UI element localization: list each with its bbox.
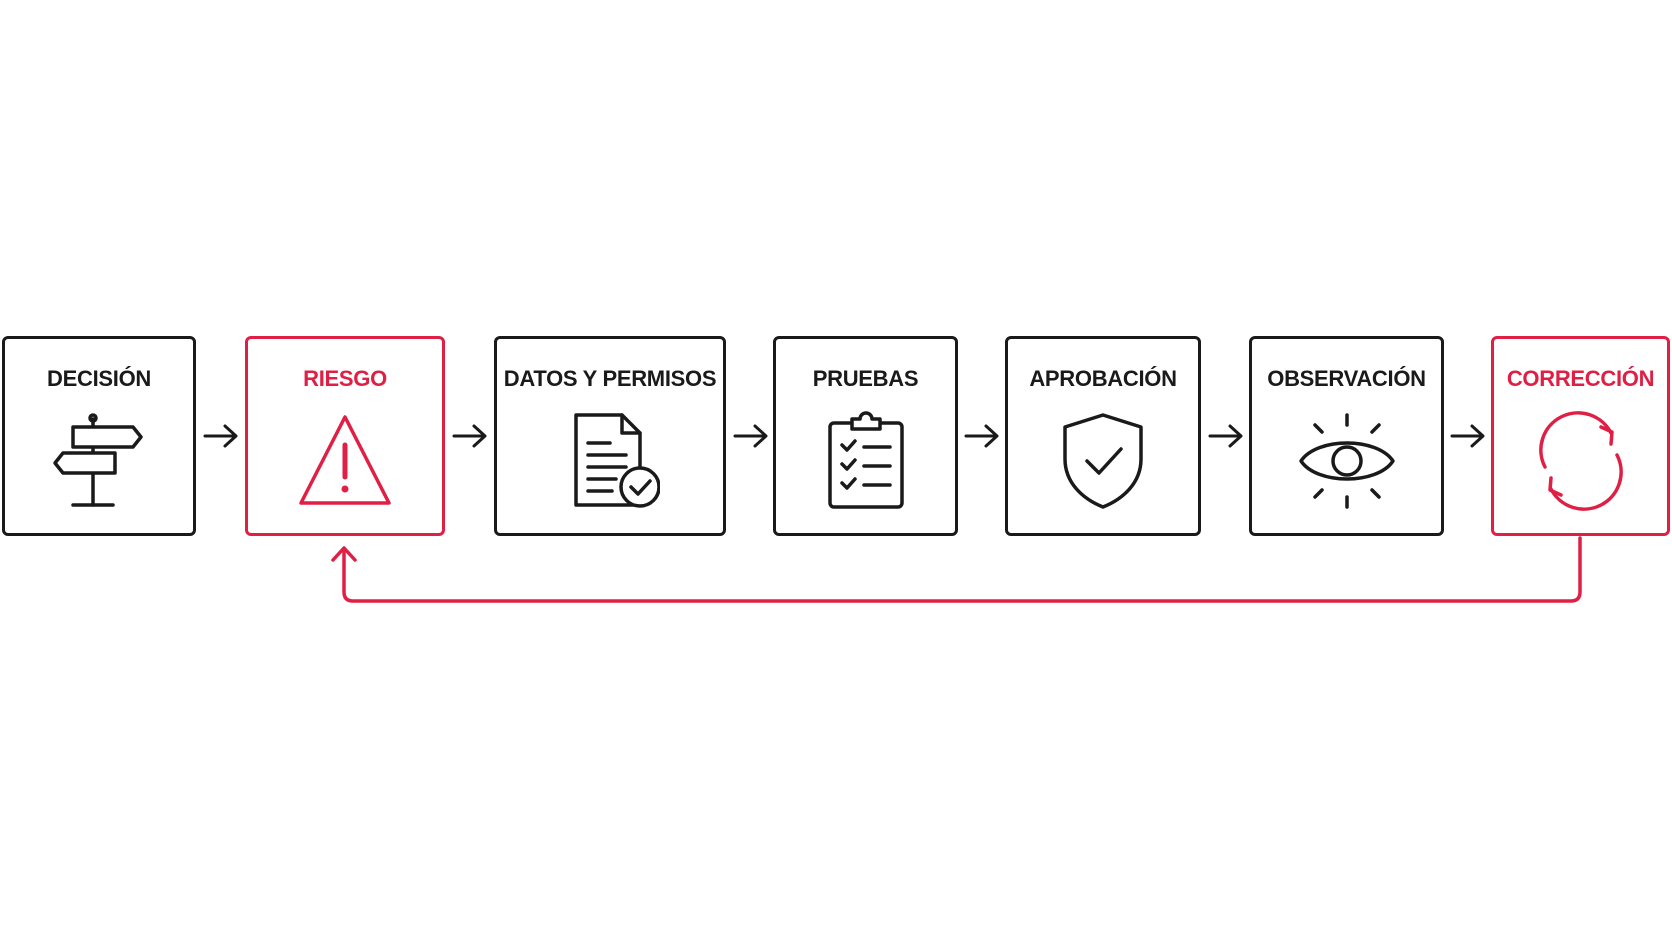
arrow-right-icon xyxy=(1208,424,1243,448)
step-label: DATOS Y PERMISOS xyxy=(503,366,717,391)
step-pruebas: PRUEBAS xyxy=(773,336,958,536)
step-label: DECISIÓN xyxy=(47,366,151,391)
clipboard-checklist-icon xyxy=(827,411,904,509)
arrow-right-icon xyxy=(452,424,487,448)
eye-icon xyxy=(1298,413,1395,509)
step-correccion: CORRECCIÓN xyxy=(1491,336,1670,536)
step-label: OBSERVACIÓN xyxy=(1267,366,1426,391)
step-decision: DECISIÓN xyxy=(2,336,196,536)
refresh-cycle-icon xyxy=(1538,411,1623,511)
arrow-right-icon xyxy=(203,424,238,448)
step-aprobacion: APROBACIÓN xyxy=(1005,336,1201,536)
warning-triangle-icon xyxy=(299,415,391,505)
arrow-right-icon xyxy=(1450,424,1485,448)
shield-check-icon xyxy=(1063,413,1143,509)
step-datos-y-permisos: DATOS Y PERMISOS xyxy=(494,336,726,536)
arrow-right-icon xyxy=(964,424,999,448)
signpost-icon xyxy=(53,413,143,507)
step-riesgo: RIESGO xyxy=(245,336,445,536)
step-label: CORRECCIÓN xyxy=(1506,366,1655,391)
document-check-icon xyxy=(574,413,660,508)
arrow-right-icon xyxy=(733,424,768,448)
step-label: RIESGO xyxy=(303,366,387,391)
step-label: APROBACIÓN xyxy=(1029,366,1177,391)
step-observacion: OBSERVACIÓN xyxy=(1249,336,1444,536)
step-label: PRUEBAS xyxy=(812,366,919,391)
